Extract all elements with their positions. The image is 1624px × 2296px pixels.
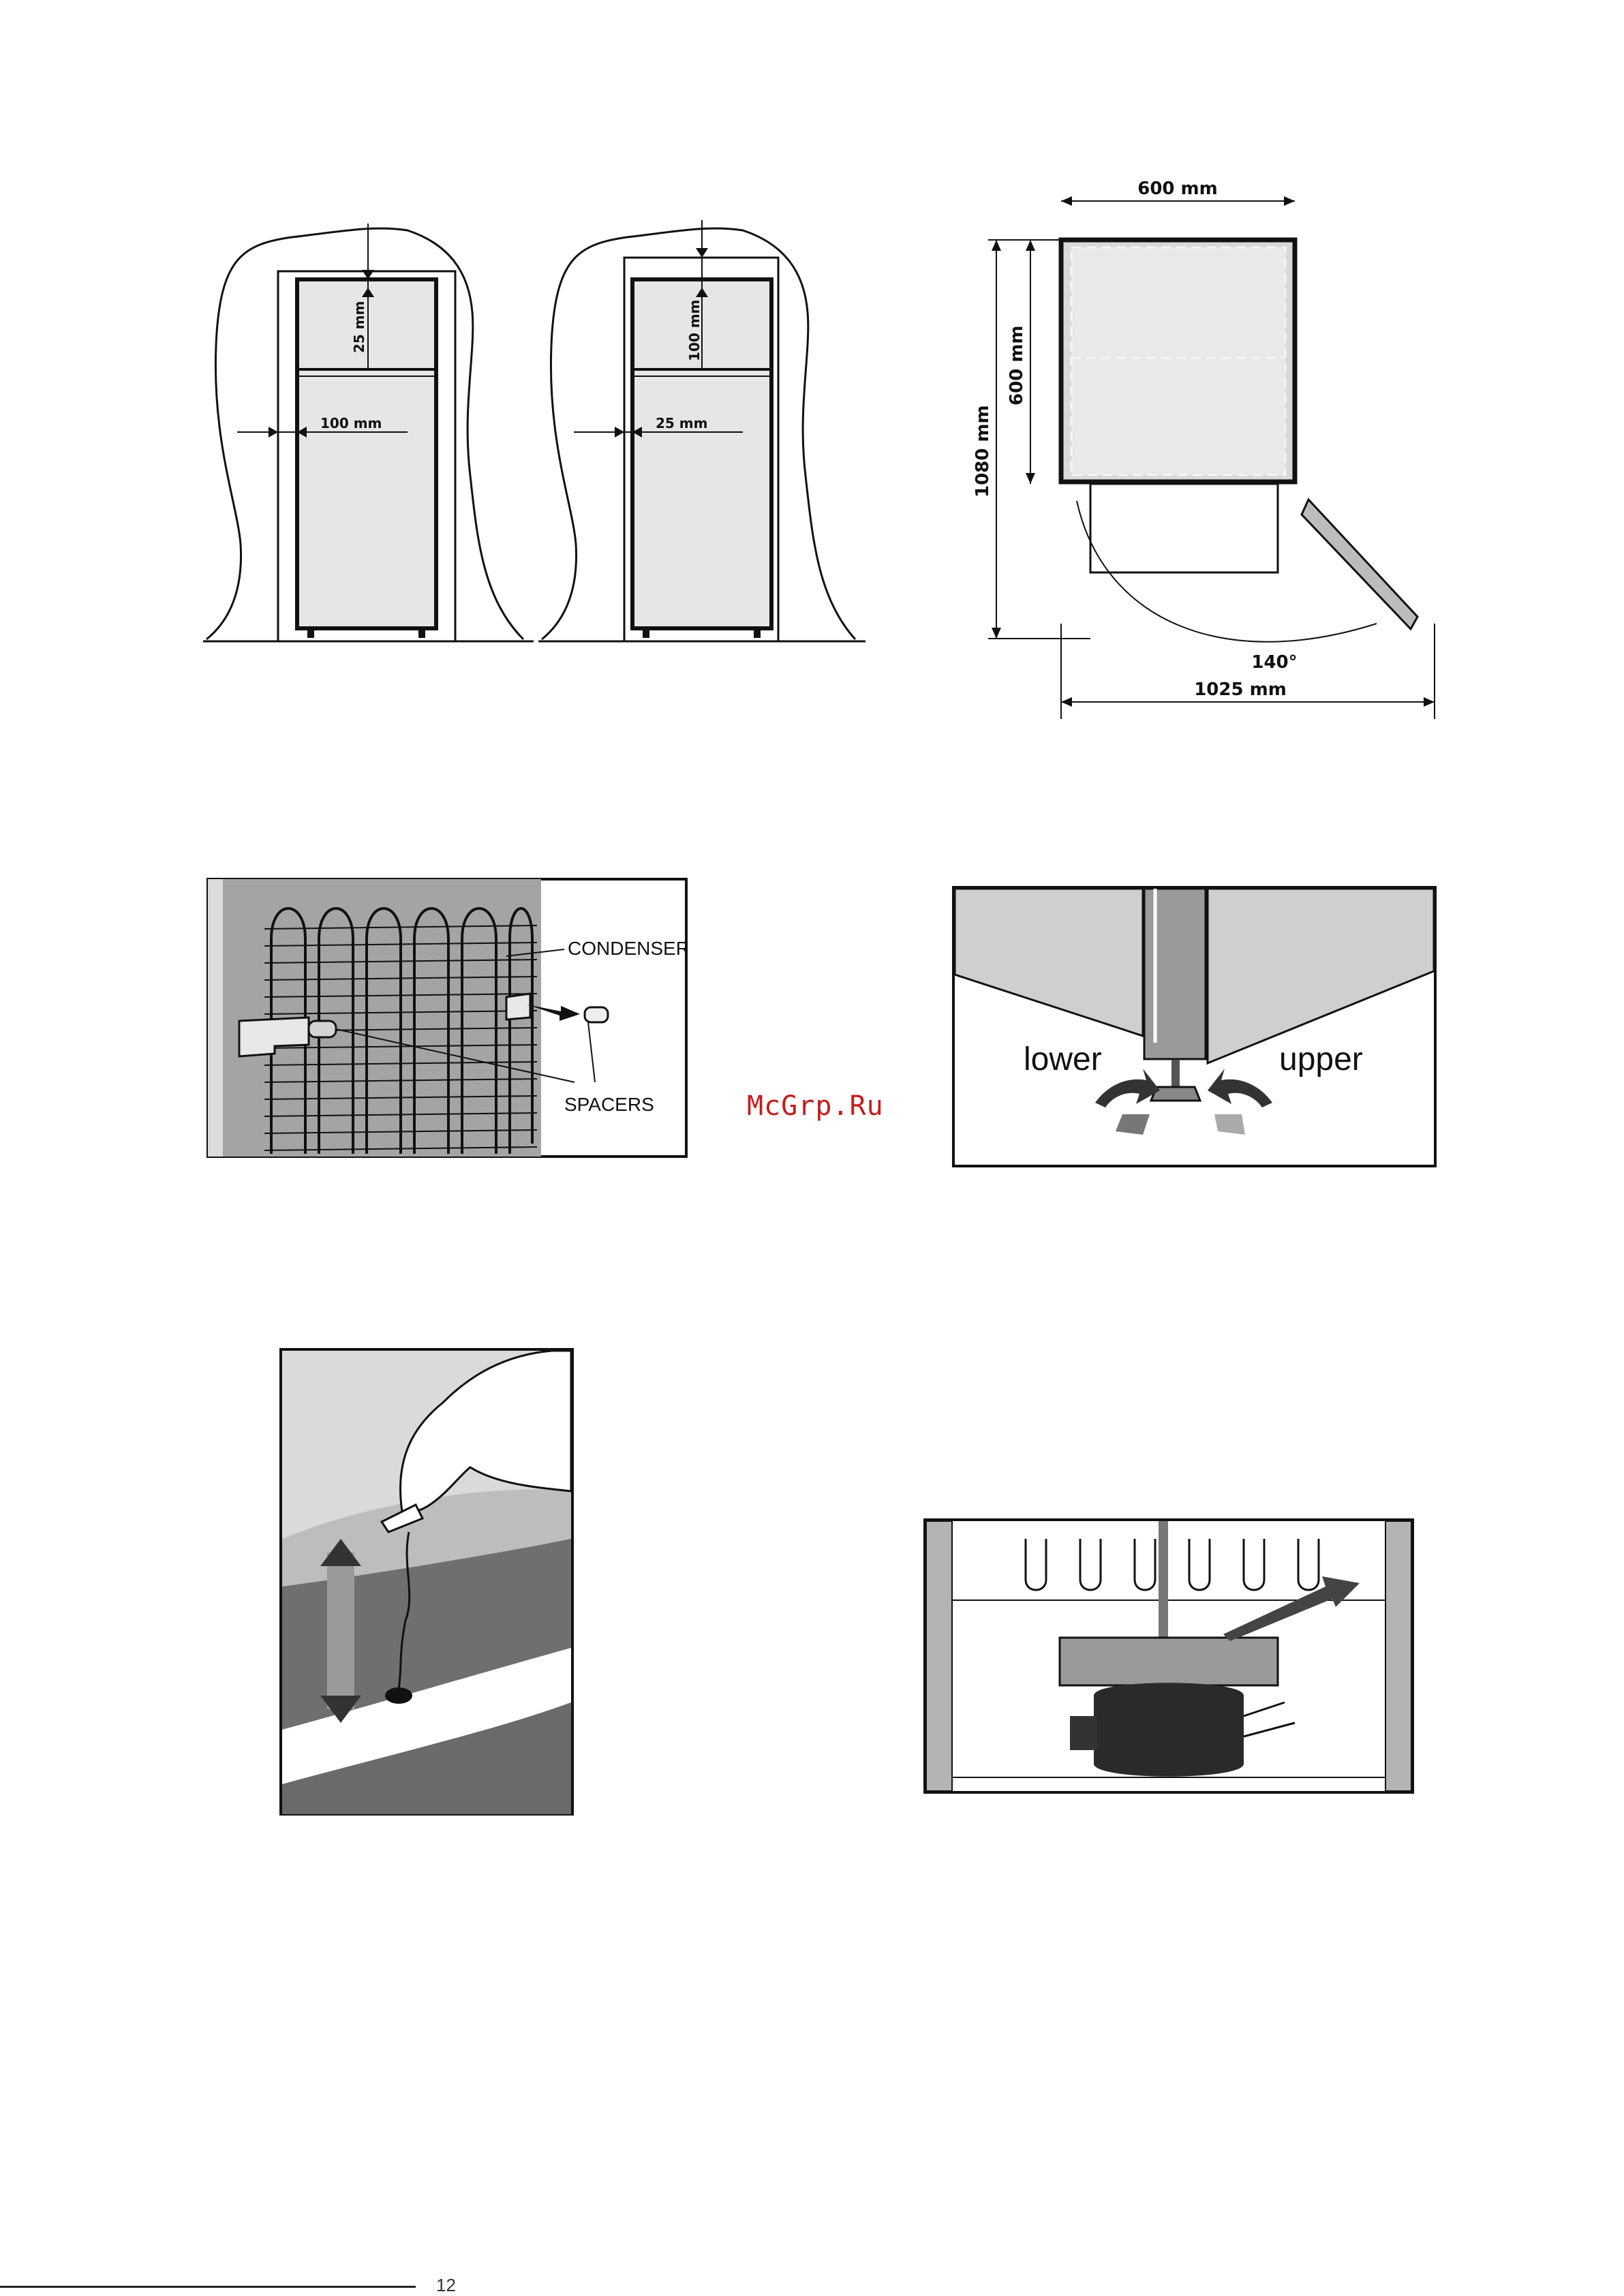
top-gap-label: 100 mm xyxy=(686,300,703,361)
condenser-figure: CONDENSER SPACERS xyxy=(206,878,688,1158)
feet-diagram: lower upper xyxy=(952,886,1437,1167)
angle-label: 140° xyxy=(1251,652,1297,673)
footer-rule xyxy=(0,2286,416,2288)
drain-diagram xyxy=(279,1348,574,1816)
watermark-text: McGrp.Ru xyxy=(747,1090,884,1122)
clearance-figure-right: 100 mm 25 mm xyxy=(538,217,865,653)
dimensions-figure: 600 mm 600 mm 1080 mm 140° 1025 mm xyxy=(968,174,1472,733)
depth-open-label: 1080 mm xyxy=(972,405,993,498)
dimensions-diagram: 600 mm 600 mm 1080 mm 140° 1025 mm xyxy=(968,174,1472,733)
drain-figure xyxy=(279,1348,574,1816)
clearance-figure-left: 25 mm 100 mm xyxy=(203,217,534,653)
total-width-label: 1025 mm xyxy=(1194,679,1287,700)
page-number: 12 xyxy=(436,2275,456,2296)
side-gap-label: 25 mm xyxy=(656,415,707,431)
feet-figure: lower upper xyxy=(952,886,1437,1167)
top-gap-label: 25 mm xyxy=(351,301,367,353)
compressor-figure xyxy=(923,1518,1414,1794)
clearance-diagram-right: 100 mm 25 mm xyxy=(538,217,865,653)
condenser-diagram: CONDENSER SPACERS xyxy=(206,878,688,1158)
width-label: 600 mm xyxy=(1137,179,1218,199)
clearance-diagram-left: 25 mm 100 mm xyxy=(203,217,534,653)
condenser-label: CONDENSER xyxy=(568,938,688,959)
side-gap-label: 100 mm xyxy=(320,415,382,431)
upper-label: upper xyxy=(1279,1041,1363,1077)
depth-label: 600 mm xyxy=(1007,325,1027,405)
lower-label: lower xyxy=(1024,1041,1102,1077)
compressor-diagram xyxy=(923,1518,1414,1794)
spacers-label: SPACERS xyxy=(564,1094,654,1115)
